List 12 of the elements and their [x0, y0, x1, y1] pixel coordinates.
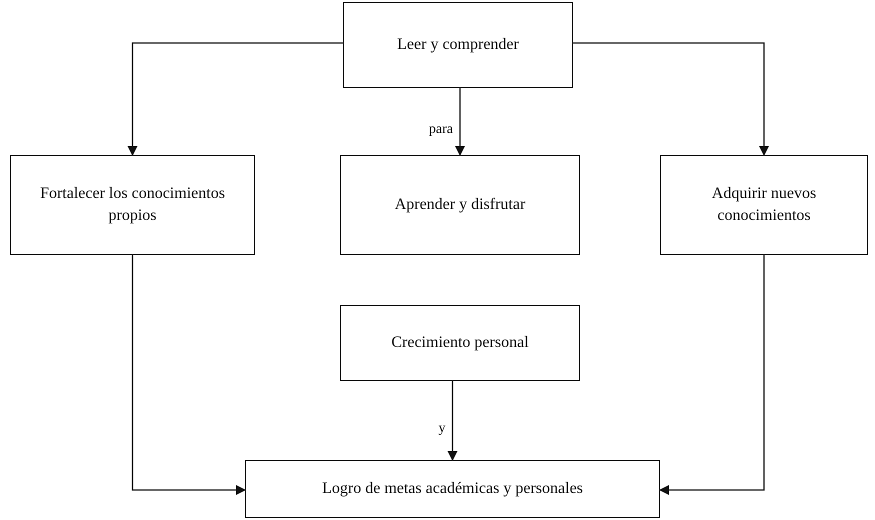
arrow: [448, 381, 458, 461]
process-box: Leer y comprender: [343, 2, 573, 88]
arrow: [132, 255, 246, 495]
process-box: Crecimiento personal: [340, 305, 580, 381]
arrow: [128, 42, 343, 156]
arrow: [573, 42, 769, 156]
arrow: [455, 88, 465, 156]
arrow: [659, 255, 765, 495]
process-box: Fortalecer los conocimientos propios: [10, 155, 255, 255]
process-box: Adquirir nuevos conocimientos: [660, 155, 868, 255]
process-box: Aprender y disfrutar: [340, 155, 580, 255]
process-box: Logro de metas académicas y personales: [245, 460, 660, 518]
